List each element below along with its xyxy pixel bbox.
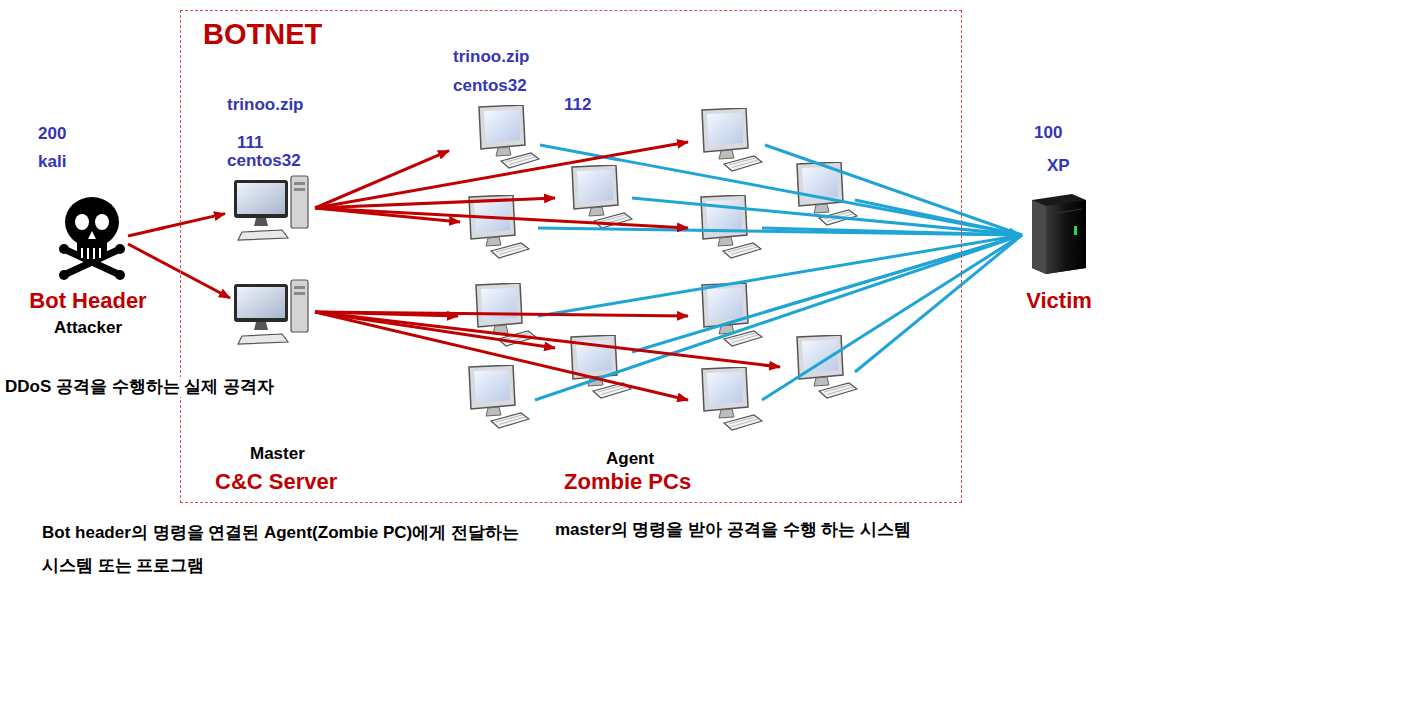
description-note: Bot header의 명령을 연결된 Agent(Zombie PC)에게 전… [40,516,539,582]
attack-lines [535,145,1022,400]
role-title: Bot Header [29,289,146,313]
region-title: BOTNET [203,19,322,51]
botnet-region: BOTNETtrinoo.zip111centos32trinoo.zipcen… [180,10,962,503]
connector [158,214,225,229]
master-computer-icon [234,176,308,240]
agent-node: trinoo.zip centos32 112 [449,46,609,181]
command-line [315,312,780,367]
description-note: DDoS 공격을 수행하는 실제 공격자 [3,377,276,397]
zombie-pc-icon [702,108,762,171]
command-line [315,208,688,228]
group-title: C&C Server [213,469,339,495]
attack-line [632,235,1022,352]
attack-line [762,235,1022,400]
os-label: centos32 [453,77,527,96]
file-label: trinoo.zip [227,96,303,115]
connectors [158,151,1020,235]
attack-line [538,228,1022,235]
connector [315,151,449,208]
zombie-pc-icon [479,105,539,168]
zombie-pc-icon [469,365,529,428]
command-line [315,142,688,208]
command-line [315,312,688,316]
os-label: kali [38,153,66,172]
attacker-node: 200 kaliBot HeaderAttacker [18,122,158,344]
ip-label: 111 [237,134,264,153]
role-subtitle: Attacker [54,319,122,338]
server-icon [1032,194,1086,274]
os-label: XP [1047,157,1070,176]
attack-line [540,145,620,160]
zombie-pc-icon [702,367,762,430]
command-line [315,198,555,208]
ip-label: 112 [564,96,591,115]
description-note: master의 명령을 받아 공격을 수행 하는 시스템 [553,520,913,540]
command-lines [128,142,780,400]
os-label: centos32 [227,152,301,171]
role-title: Victim [1026,289,1092,313]
attack-line [855,235,1022,372]
skull-icon [59,197,125,280]
group-label: Agent [604,449,656,469]
connector [609,158,1020,235]
zombie-pc-icon [469,195,529,258]
group-label: Master [248,444,307,464]
attack-line [538,235,1022,316]
victim-node: 100XP Victim [1020,120,1102,318]
master-computer-icon [234,280,308,344]
command-line [315,312,688,400]
master-node: trinoo.zip 111centos32 [225,96,315,244]
attack-line [535,235,1022,400]
ip-label: 200 [38,125,66,144]
group-title: Zombie PCs [562,469,693,495]
zombie-pc-icon [572,165,632,228]
file-label: trinoo.zip [453,48,529,67]
ip-label: 100 [1034,124,1062,143]
